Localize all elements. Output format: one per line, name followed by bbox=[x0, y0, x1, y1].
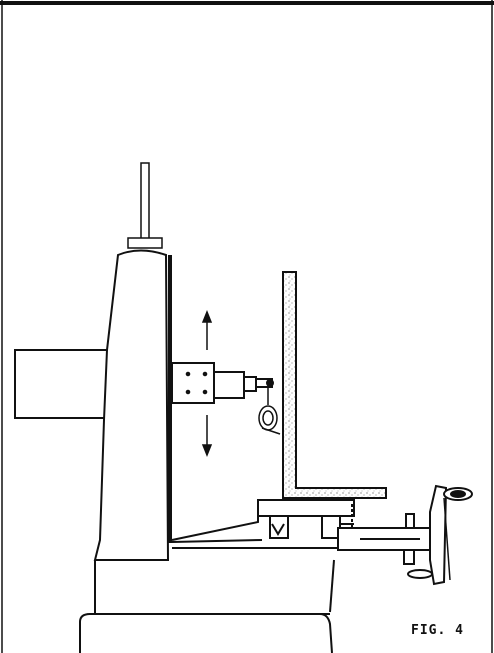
angle-plate bbox=[282, 271, 387, 499]
dial-indicator bbox=[258, 388, 281, 435]
drawbar bbox=[127, 162, 163, 249]
handwheel-icon bbox=[407, 484, 473, 586]
spindle-head bbox=[171, 362, 274, 404]
machine-base bbox=[79, 547, 340, 653]
machine-column bbox=[93, 249, 170, 561]
vertical-travel-arrow bbox=[201, 309, 213, 458]
motor-housing bbox=[14, 349, 111, 419]
leadscrew-assembly bbox=[337, 513, 431, 565]
figure-caption: FIG. 4 bbox=[411, 623, 464, 638]
vise bbox=[257, 499, 355, 539]
table-slide bbox=[171, 500, 263, 543]
